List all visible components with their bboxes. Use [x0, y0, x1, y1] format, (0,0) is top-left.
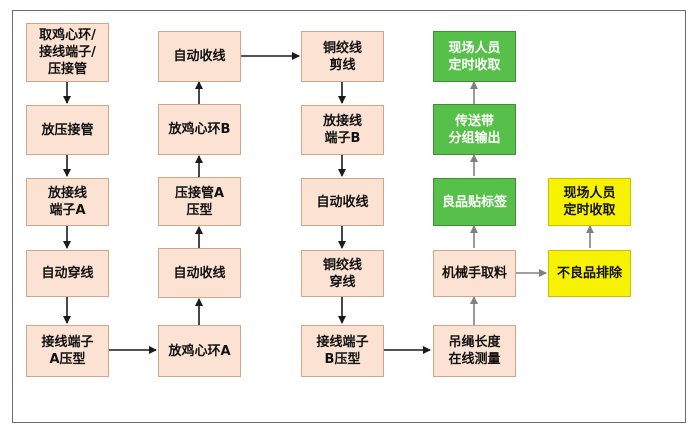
node-auto-wind-3: 自动收线 — [301, 178, 384, 226]
node-crimp-terminal-b: 接线端子 B压型 — [301, 325, 384, 377]
node-place-ring-a: 放鸡心环A — [158, 325, 241, 377]
node-collect-reject: 现场人员 定时收取 — [548, 178, 631, 226]
node-auto-wind-2: 自动收线 — [158, 248, 241, 298]
node-twist-cut: 铜绞线 剪线 — [301, 31, 384, 82]
node-place-tube: 放压接管 — [26, 105, 109, 155]
node-robot-pick: 机械手取料 — [433, 250, 516, 297]
node-crimp-tube-a: 压接管A 压型 — [158, 177, 241, 226]
node-auto-wind-1: 自动收线 — [158, 31, 241, 82]
node-auto-thread: 自动穿线 — [26, 250, 109, 297]
node-conveyor: 传送带 分组输出 — [433, 104, 516, 155]
node-crimp-terminal-a: 接线端子 A压型 — [26, 325, 109, 377]
node-measure-length: 吊绳长度 在线测量 — [433, 325, 516, 377]
node-reject-out: 不良品排除 — [548, 250, 631, 297]
node-collect-good: 现场人员 定时收取 — [433, 31, 516, 82]
node-take-parts: 取鸡心环/ 接线端子/ 压接管 — [26, 23, 109, 82]
node-place-terminal-a: 放接线 端子A — [26, 178, 109, 226]
node-twist-thread: 铜绞线 穿线 — [301, 250, 384, 297]
node-label-good: 良品贴标签 — [433, 178, 516, 226]
node-place-terminal-b: 放接线 端子B — [301, 105, 384, 155]
node-place-ring-b: 放鸡心环B — [158, 104, 241, 155]
